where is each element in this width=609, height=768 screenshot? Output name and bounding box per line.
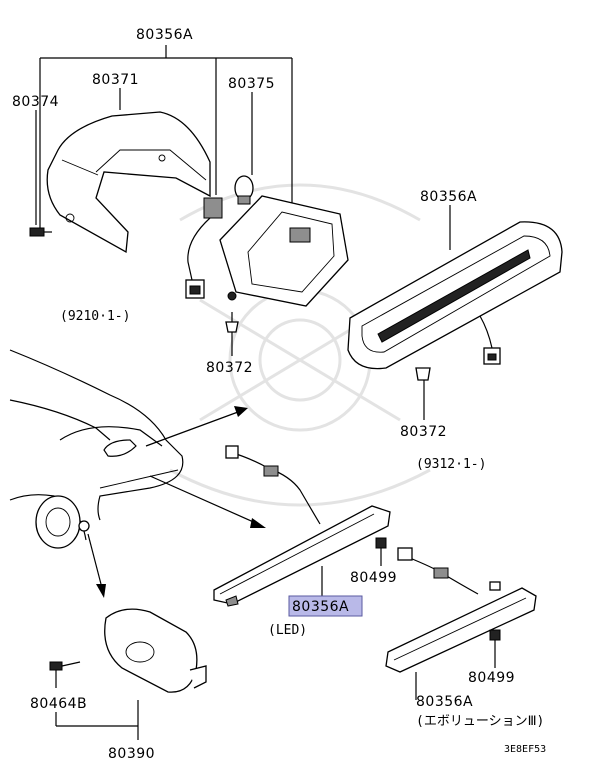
socket-harness-left <box>185 197 223 299</box>
label-80374: 80374 <box>12 94 59 110</box>
note-evo: (エボリューションⅢ) <box>416 714 544 729</box>
grommet-80372-left <box>225 312 239 333</box>
label-80356A-evo: 80356A <box>416 694 473 710</box>
bulb-80375 <box>234 175 254 205</box>
label-80356A-top: 80356A <box>136 27 193 43</box>
note-9210: (9210·1-) <box>60 309 130 324</box>
label-80371: 80371 <box>92 72 139 88</box>
leader-lines-top <box>35 45 451 420</box>
reference-code: 3E8EF53 <box>504 744 546 755</box>
watermark-emblem <box>169 183 431 507</box>
side-lamp-80390 <box>104 608 207 693</box>
spoiler-lamp-right <box>347 221 563 370</box>
note-led: (LED) <box>268 623 307 638</box>
label-80499-right: 80499 <box>468 670 515 686</box>
screw-80374 <box>29 227 52 237</box>
label-80464B: 80464B <box>30 696 87 712</box>
screw-80464B <box>49 661 81 688</box>
highlight-box-80356A <box>288 595 363 617</box>
label-80375: 80375 <box>228 76 275 92</box>
grommet-80372-right <box>415 367 431 381</box>
label-80499-center: 80499 <box>350 570 397 586</box>
label-80356A-right: 80356A <box>420 189 477 205</box>
fastener-80499-right <box>489 629 501 668</box>
label-80372-right: 80372 <box>400 424 447 440</box>
leader-lines-bottom <box>55 566 417 740</box>
stop-lamp-cover-80371 <box>46 111 211 254</box>
label-80372-left: 80372 <box>206 360 253 376</box>
fastener-80499-center <box>375 537 387 566</box>
label-80356A-led: 80356A <box>292 599 349 615</box>
car-body-outline <box>9 349 184 549</box>
note-9312: (9312·1-) <box>416 457 486 472</box>
led-lamp-80356A <box>213 445 391 607</box>
pointer-arrows <box>87 406 266 598</box>
lamp-housing-left <box>219 195 349 307</box>
label-80390: 80390 <box>108 746 155 762</box>
evo-lamp-80356A <box>385 547 537 673</box>
